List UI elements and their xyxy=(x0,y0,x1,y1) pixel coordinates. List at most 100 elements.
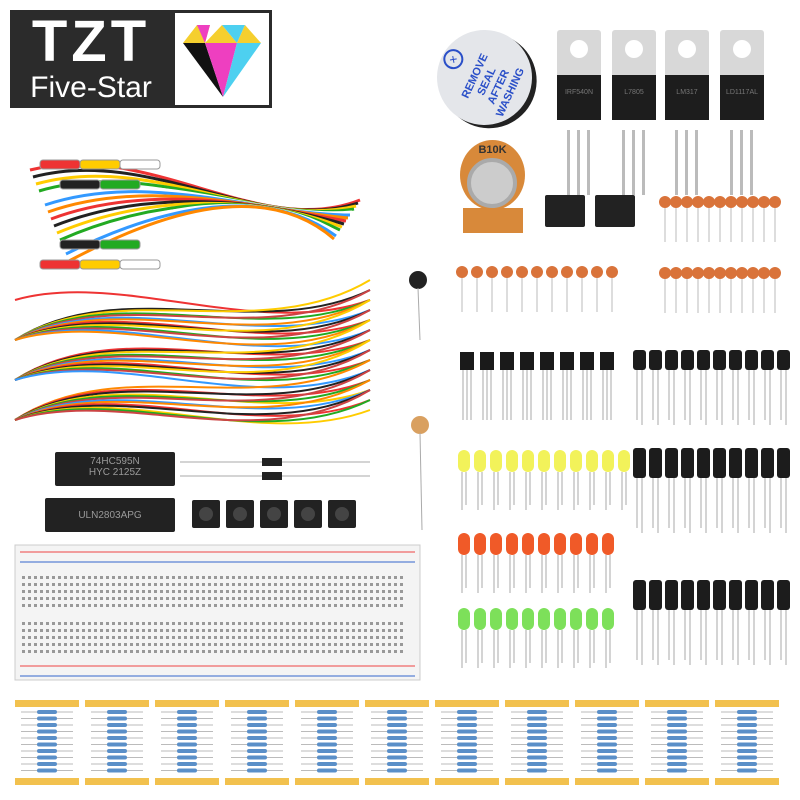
breadboard-hole xyxy=(310,629,313,632)
breadboard-hole xyxy=(268,643,271,646)
resistor xyxy=(317,729,337,734)
breadboard-hole xyxy=(196,636,199,639)
breadboard-hole xyxy=(100,576,103,579)
breadboard-hole xyxy=(130,643,133,646)
breadboard-hole xyxy=(286,597,289,600)
breadboard-hole xyxy=(274,604,277,607)
resistor xyxy=(107,710,127,714)
breadboard-hole xyxy=(70,583,73,586)
alligator-clip xyxy=(39,159,81,170)
breadboard-hole xyxy=(346,643,349,646)
resistor xyxy=(177,716,197,721)
breadboard-hole xyxy=(382,636,385,639)
breadboard-hole xyxy=(136,643,139,646)
breadboard-hole xyxy=(226,597,229,600)
breadboard-hole xyxy=(34,622,37,625)
breadboard-hole xyxy=(364,604,367,607)
breadboard-hole xyxy=(286,576,289,579)
breadboard-hole xyxy=(136,636,139,639)
breadboard-hole xyxy=(250,650,253,653)
breadboard-hole xyxy=(184,629,187,632)
breadboard-hole xyxy=(352,636,355,639)
jumper-wire xyxy=(14,329,371,381)
resistor xyxy=(37,723,57,727)
breadboard-hole xyxy=(28,636,31,639)
breadboard-hole xyxy=(352,643,355,646)
breadboard-hole xyxy=(58,636,61,639)
resistor xyxy=(737,742,757,747)
breadboard-hole xyxy=(28,650,31,653)
resistor-tape xyxy=(85,700,149,707)
breadboard-hole xyxy=(274,583,277,586)
breadboard-hole xyxy=(88,576,91,579)
breadboard-hole xyxy=(172,629,175,632)
breadboard-hole xyxy=(208,629,211,632)
breadboard-hole xyxy=(382,604,385,607)
breadboard-hole xyxy=(280,643,283,646)
resistor xyxy=(737,755,757,760)
breadboard-hole xyxy=(34,583,37,586)
breadboard-hole xyxy=(142,576,145,579)
breadboard-hole xyxy=(196,629,199,632)
breadboard-hole xyxy=(58,597,61,600)
resistor xyxy=(247,710,267,714)
breadboard-hole xyxy=(202,636,205,639)
breadboard-hole xyxy=(124,622,127,625)
breadboard-hole xyxy=(304,643,307,646)
breadboard-hole xyxy=(22,650,25,653)
breadboard-hole xyxy=(364,590,367,593)
breadboard-hole xyxy=(382,590,385,593)
breadboard-hole xyxy=(388,636,391,639)
breadboard-hole xyxy=(262,650,265,653)
breadboard-hole xyxy=(394,622,397,625)
breadboard-hole xyxy=(256,604,259,607)
ceramic-capacitor xyxy=(725,196,737,208)
breadboard-hole xyxy=(340,576,343,579)
breadboard-hole xyxy=(154,604,157,607)
alligator-clip xyxy=(39,259,81,270)
breadboard-hole xyxy=(358,583,361,586)
resistor xyxy=(177,768,197,773)
resistor-tape xyxy=(295,778,359,785)
breadboard-hole xyxy=(124,590,127,593)
breadboard-hole xyxy=(340,590,343,593)
electrolytic-capacitor xyxy=(713,448,726,478)
breadboard-hole xyxy=(82,590,85,593)
electrolytic-capacitor xyxy=(761,350,774,370)
led xyxy=(554,608,566,630)
resistor xyxy=(247,729,267,734)
breadboard-hole xyxy=(172,636,175,639)
breadboard-hole xyxy=(106,583,109,586)
breadboard-hole xyxy=(100,597,103,600)
resistor xyxy=(597,723,617,727)
breadboard-hole xyxy=(220,622,223,625)
voltage-regulator: LD1117AL xyxy=(720,30,764,195)
breadboard-hole xyxy=(238,597,241,600)
breadboard-hole xyxy=(22,597,25,600)
breadboard-hole xyxy=(40,643,43,646)
resistor xyxy=(107,768,127,773)
breadboard-hole xyxy=(286,622,289,625)
breadboard-hole xyxy=(304,583,307,586)
breadboard-hole xyxy=(382,629,385,632)
breadboard-hole xyxy=(226,576,229,579)
breadboard-hole xyxy=(118,604,121,607)
resistor xyxy=(387,716,407,721)
breadboard-hole xyxy=(292,622,295,625)
ic-label: ULN2803APG xyxy=(78,510,142,521)
resistor xyxy=(387,762,407,766)
resistor-tape xyxy=(225,700,289,707)
breadboard-hole xyxy=(112,643,115,646)
breadboard-hole xyxy=(28,576,31,579)
led xyxy=(538,450,550,472)
breadboard-hole xyxy=(106,643,109,646)
breadboard-hole xyxy=(298,583,301,586)
breadboard-hole xyxy=(178,590,181,593)
breadboard-hole xyxy=(154,576,157,579)
breadboard-hole xyxy=(220,629,223,632)
breadboard-hole xyxy=(220,576,223,579)
resistor-tape xyxy=(715,700,779,707)
breadboard-hole xyxy=(148,650,151,653)
breadboard-hole xyxy=(358,590,361,593)
breadboard-hole xyxy=(82,622,85,625)
